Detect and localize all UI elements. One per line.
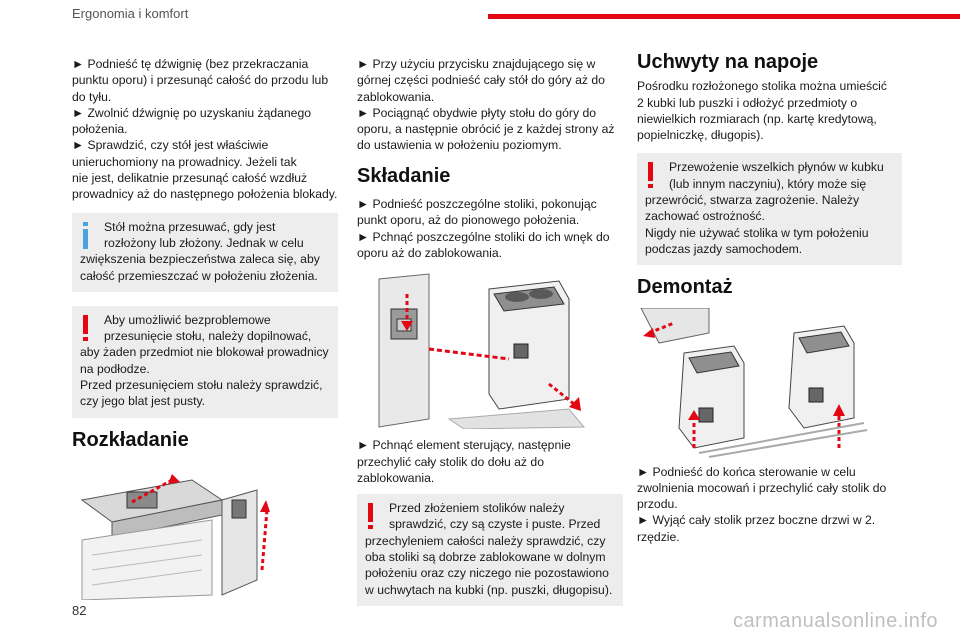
warning-icon: [80, 314, 90, 341]
unfolding-illustration: [72, 459, 272, 600]
note-line: przewrócić, stwarza zagrożenie. Należy: [645, 193, 860, 208]
step-line: ► Podnieść do końca sterowanie w celu: [637, 464, 856, 479]
note-line: przechyleniem całości należy sprawdzić, …: [365, 533, 606, 548]
step-line: położenia.: [72, 122, 128, 137]
note-line: czy jego blat jest pusty.: [80, 394, 206, 409]
step-line: unieruchomiony na prowadnicy. Jeżeli tak: [72, 154, 297, 169]
info-note: Stół można przesuwać, gdy jest rozłożony…: [72, 212, 338, 292]
step-line: oporu aż do zablokowania.: [357, 245, 502, 260]
warning-icon: [365, 503, 375, 530]
note-line: zwiększenia bezpieczeństwa zaleca się, a…: [80, 252, 320, 267]
warning-note: Aby umożliwić bezproblemowe przesunięcie…: [72, 305, 338, 418]
note-line: Przewożenie wszelkich płynów w kubku: [669, 160, 884, 175]
note-line: przesunięcie stołu, należy dopilnować,: [104, 329, 312, 344]
note-line: Przed przesunięciem stołu należy sprawdz…: [80, 378, 323, 393]
note-line: całość przemieszczać w położeniu złożeni…: [80, 268, 318, 283]
step-line: punktu oporu) i przesunąć całość do przo…: [72, 73, 329, 88]
step-line: oporu, a następnie obrócić je z każdej s…: [357, 122, 615, 137]
note-line: oba stoliki są dobrze zablokowane w doln…: [365, 550, 606, 565]
text-line: niewielkich rozmiarach (np. kartę kredyt…: [637, 111, 877, 126]
info-icon: [80, 221, 90, 249]
step-paragraph: ► Podnieść tę dźwignię (bez przekraczani…: [72, 56, 338, 203]
header-accent-bar: [488, 14, 960, 19]
note-line: aby żaden przedmiot nie blokował prowadn…: [80, 345, 329, 360]
step-line: ► Pociągnąć obydwie płyty stołu do góry …: [357, 105, 597, 120]
text-line: popielniczkę, długopis).: [637, 128, 764, 143]
heading-rozkladanie: Rozkładanie: [72, 428, 189, 451]
step-line: ► Sprawdzić, czy stół jest właściwie: [72, 138, 269, 153]
step-line: ► Zwolnić dźwignię po uzyskaniu żądanego: [72, 105, 312, 120]
heading-uchwyty: Uchwyty na napoje: [637, 51, 819, 73]
step-line: ► Wyjąć cały stolik przez boczne drzwi w…: [637, 513, 876, 528]
note-line: Stół można przesuwać, gdy jest: [104, 219, 276, 234]
warning-note: Przewożenie wszelkich płynów w kubku (lu…: [637, 153, 902, 266]
step-line: nie jest, delikatnie przesunąć całość wz…: [72, 171, 308, 186]
note-line: na podłodze.: [80, 361, 150, 376]
intro-paragraph: Pośrodku rozłożonego stolika można umieś…: [637, 78, 902, 143]
step-paragraph: ► Podnieść do końca sterowanie w celu zw…: [637, 464, 902, 545]
step-line: prowadnicy aż do następnego położenia bl…: [72, 187, 338, 202]
step-line: ► Podnieść tę dźwignię (bez przekraczani…: [72, 57, 309, 71]
note-line: zachować ostrożność.: [645, 209, 765, 224]
text-line: 2 kubki lub puszki i odłożyć przedmioty …: [637, 95, 858, 110]
note-line: położeniu oraz czy niczego nie pozostawi…: [365, 566, 609, 581]
step-line: zablokowania.: [357, 89, 435, 104]
step-line: ► Podnieść poszczególne stoliki, pokonuj…: [357, 197, 597, 212]
note-line: sprawdzić, czy są czyste i puste. Przed: [389, 517, 601, 532]
note-line: Przed złożeniem stolików należy: [389, 501, 565, 516]
step-line: górnej części podnieść cały stół do góry…: [357, 73, 605, 88]
text-line: Pośrodku rozłożonego stolika można umieś…: [637, 79, 887, 94]
step-line: do ustawienia w położeniu poziomym.: [357, 138, 562, 153]
removal-illustration: [640, 307, 868, 458]
note-line: Aby umożliwić bezproblemowe: [104, 312, 271, 327]
column-3: Uchwyty na napoje Pośrodku rozłożonego s…: [637, 52, 902, 553]
section-title: Ergonomia i komfort: [72, 6, 189, 21]
page-number: 82: [72, 603, 87, 618]
step-paragraph: ► Pchnąć element sterujący, następnie pr…: [357, 437, 623, 486]
step-line: zwolnienia mocowań i przechylić cały sto…: [637, 480, 887, 495]
folding-illustration: [378, 273, 586, 430]
step-line: ► Przy użyciu przycisku znajdującego się…: [357, 57, 596, 71]
warning-note: Przed złożeniem stolików należy sprawdzi…: [357, 494, 623, 606]
column-2: ► Przy użyciu przycisku znajdującego się…: [357, 56, 623, 620]
heading-demontaz: Demontaż: [637, 276, 733, 299]
heading-skladanie: Składanie: [357, 164, 451, 187]
step-line: rzędzie.: [637, 529, 680, 544]
step-line: przodu.: [637, 497, 678, 512]
note-line: podczas jazdy samochodem.: [645, 241, 803, 256]
note-line: rozłożony lub złożony. Jednak w celu: [104, 235, 304, 250]
step-line: ► Pchnąć element sterujący, następnie: [357, 438, 571, 453]
step-line: zablokowania.: [357, 470, 435, 485]
step-paragraph: ► Podnieść poszczególne stoliki, pokonuj…: [357, 196, 623, 261]
step-line: do tyłu.: [72, 89, 112, 104]
note-line: w uchwytach na kubki (np. puszki, długop…: [365, 582, 613, 597]
step-paragraph: ► Przy użyciu przycisku znajdującego się…: [357, 56, 623, 154]
warning-icon: [645, 162, 655, 189]
watermark: carmanualsonline.info: [732, 610, 938, 632]
step-line: punkt oporu, aż do pionowego położenia.: [357, 213, 580, 228]
note-line: (lub innym naczyniu), który może się: [669, 176, 867, 191]
step-line: ► Pchnąć poszczególne stoliki do ich wnę…: [357, 229, 610, 244]
column-1: ► Podnieść tę dźwignię (bez przekraczani…: [72, 56, 338, 600]
note-line: Nigdy nie używać stolika w tym położeniu: [645, 225, 869, 240]
step-line: przechylić cały stolik do dołu aż do: [357, 454, 544, 469]
